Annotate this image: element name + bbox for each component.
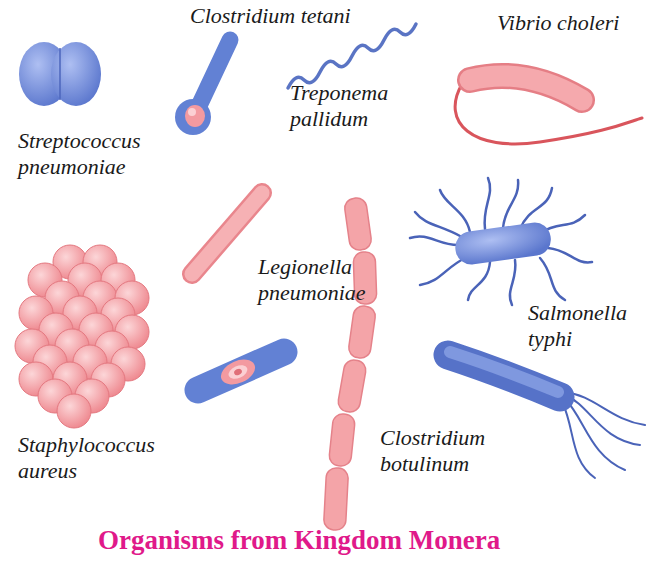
- treponema-cell: [288, 24, 416, 88]
- salmonella-flagella: [485, 178, 491, 229]
- bacillus-chain: [323, 197, 377, 531]
- bacillus-chain: [323, 467, 348, 530]
- species-label: Salmonella typhi: [528, 300, 648, 352]
- salmonella-flagella: [440, 190, 470, 232]
- spore-bacillus-cell: [217, 355, 259, 390]
- salmonella-cell: [453, 220, 553, 266]
- salmonella-flagella: [415, 212, 460, 236]
- bacillus-chain: [343, 197, 372, 252]
- salmonella-cell: [453, 220, 553, 266]
- salmonella-flagella: [510, 260, 516, 305]
- botulinum-cell: [450, 352, 558, 392]
- bacillus-chain: [347, 305, 376, 360]
- species-label: Clostridium botulinum: [380, 425, 512, 477]
- staphylococcus-cluster: [15, 245, 149, 428]
- legionella-cell: [192, 193, 262, 274]
- clostridium-tetani-cell: [175, 40, 230, 135]
- spore-bacillus-cell: [198, 352, 284, 390]
- bacillus-chain: [337, 358, 368, 413]
- treponema-cell: [288, 24, 416, 88]
- clostridium-tetani-cell: [198, 40, 230, 108]
- bacillus-chain: [328, 413, 355, 467]
- spore-bacillus-cell: [226, 362, 249, 381]
- streptococcus-cell: [51, 42, 101, 106]
- clostridium-tetani-cell: [188, 108, 196, 116]
- salmonella-flagella: [540, 258, 565, 300]
- salmonella-flagella: [548, 248, 592, 262]
- legionella-cell: [192, 193, 262, 274]
- salmonella-flagella: [410, 236, 458, 245]
- species-label: Legionella pneumoniae: [258, 254, 386, 306]
- species-label: Staphylococcus aureus: [18, 432, 188, 484]
- salmonella-flagella: [410, 178, 592, 305]
- botulinum-flagella: [563, 404, 595, 478]
- spore-bacillus-cell: [233, 368, 243, 377]
- vibrio-cell: [470, 76, 582, 100]
- botulinum-flagella: [563, 392, 645, 478]
- botulinum-flagella: [564, 392, 645, 425]
- botulinum-flagella: [565, 395, 640, 445]
- figure-caption: Organisms from Kingdom Monera: [98, 524, 500, 556]
- salmonella-flagella: [468, 262, 490, 300]
- legionella-cell: [192, 193, 262, 274]
- staphylococcus-cluster: [57, 394, 91, 428]
- salmonella-flagella: [420, 258, 465, 285]
- botulinum-flagella: [566, 400, 625, 470]
- clostridium-tetani-cell: [185, 105, 205, 127]
- vibrio-cell: [455, 76, 642, 144]
- spore-bacillus-cell: [198, 352, 284, 390]
- botulinum-cell: [448, 352, 560, 397]
- streptococcus-cell: [19, 42, 101, 106]
- clostridium-tetani-cell: [175, 99, 211, 135]
- species-label: Treponema pallidum: [290, 80, 408, 132]
- species-label: Streptococcus pneumoniae: [18, 128, 168, 180]
- species-label: Vibrio choleri: [497, 10, 663, 36]
- streptococcus-cell: [59, 48, 61, 100]
- species-label: Clostridium tetani: [190, 3, 450, 29]
- salmonella-flagella: [503, 180, 518, 228]
- vibrio-cell: [470, 76, 582, 100]
